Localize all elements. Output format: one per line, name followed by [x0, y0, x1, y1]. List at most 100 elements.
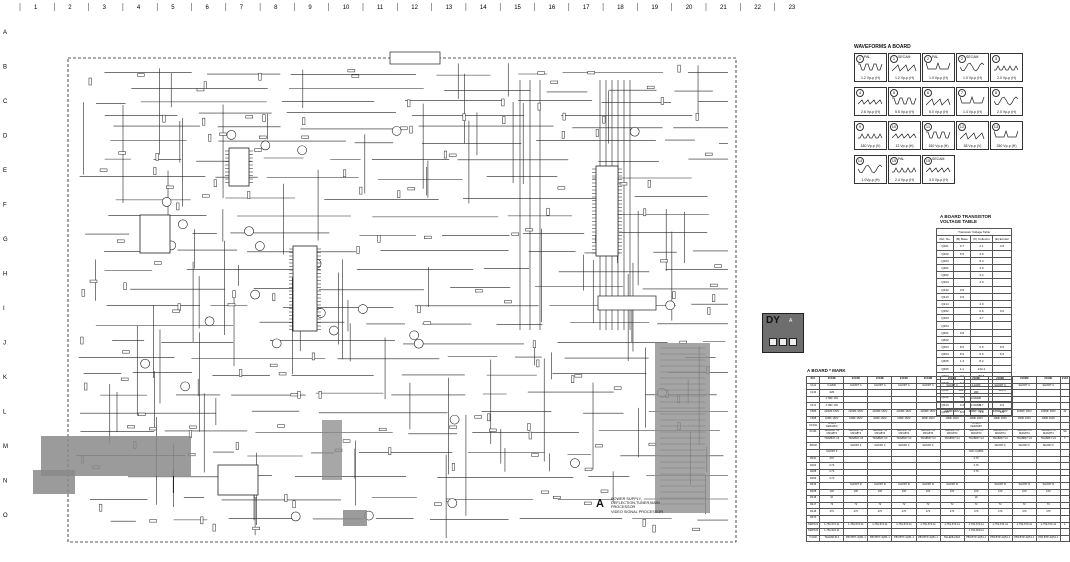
- table-cell: [1059, 395, 1070, 404]
- table-cell: 10MF 160V: [867, 415, 893, 424]
- column-label: 20: [686, 5, 693, 11]
- table-cell: [867, 395, 893, 404]
- table-cell: P83 BTP-4Q51-1: [1011, 534, 1037, 543]
- transistor: [358, 304, 368, 314]
- waveform-trace: [858, 63, 883, 71]
- table-cell: 470: [987, 508, 1013, 516]
- table-cell: JR002: [805, 442, 821, 450]
- waveform-trace: [892, 97, 917, 105]
- table-cell: 470: [867, 508, 893, 516]
- table-cell: TDA8847-V4: [891, 435, 917, 444]
- transistor: [271, 338, 282, 349]
- table-cell: [970, 335, 993, 345]
- resistor: [695, 113, 699, 121]
- column-label: 7: [240, 5, 244, 11]
- table-cell: SAA56377G M3/H8T4: [819, 428, 845, 437]
- table-cell: [987, 455, 1013, 464]
- table-cell: [991, 256, 1013, 265]
- resistor: [262, 114, 266, 122]
- table-cell: SHORT C: [1011, 382, 1037, 391]
- table-cell: [987, 389, 1013, 397]
- power-supply-block: [41, 436, 191, 476]
- resistor: [501, 98, 505, 107]
- table-cell: 220MF 160V: [939, 408, 965, 417]
- table-cell: P83 BTP-4Q51-1: [867, 534, 893, 543]
- table-cell: [1059, 462, 1070, 470]
- table-cell: 4.9: [970, 263, 993, 273]
- table-cell: 470: [915, 508, 941, 516]
- table-cell: 2.1: [970, 242, 993, 251]
- table-cell: C111: [805, 382, 821, 391]
- resistor: [343, 169, 347, 178]
- deflection-block: [655, 343, 710, 513]
- table-cell: [963, 475, 989, 483]
- resistor: [149, 427, 157, 431]
- resistor: [584, 467, 593, 471]
- table-cell: [843, 389, 869, 397]
- column-label: 17: [583, 5, 590, 11]
- waveform-number: 2: [958, 55, 966, 63]
- table-cell: [939, 475, 965, 483]
- table-cell: 100: [867, 488, 893, 497]
- resistor: [292, 500, 296, 509]
- table-cell: P83 BTP-4Q51-1: [963, 534, 989, 543]
- row-label: B: [3, 65, 7, 71]
- table-cell: [891, 448, 917, 457]
- table-cell: [939, 402, 965, 410]
- waveform-number: 7: [958, 89, 966, 97]
- table-cell: SHORT C: [1035, 382, 1061, 391]
- table-cell: Q312: [936, 285, 954, 294]
- table-cell: 0.9: [953, 292, 971, 301]
- mark-table-header: 21X3K: [987, 376, 1013, 384]
- table-cell: R110: [805, 455, 821, 464]
- table-cell: 470: [1035, 508, 1061, 516]
- table-cell: 470: [1011, 508, 1037, 516]
- resistor: [692, 527, 700, 531]
- resistor: [123, 282, 127, 291]
- table-cell: Q601: [936, 328, 954, 337]
- table-cell: [891, 402, 917, 410]
- waveform-number: 2: [924, 55, 932, 63]
- resistor: [219, 132, 227, 136]
- table-cell: [891, 389, 917, 397]
- waveform-trace: [892, 64, 917, 72]
- table-cell: [970, 292, 993, 301]
- table-cell: [1035, 468, 1061, 477]
- table-cell: P83 BTP-4Q51-1: [987, 534, 1013, 543]
- transistor-table-header: (B) Base: [953, 235, 971, 244]
- waveform-trace: [994, 65, 1019, 71]
- resistor: [247, 191, 251, 199]
- resistor: [531, 453, 539, 457]
- waveform-value: 38 Vp-p (V): [963, 144, 982, 148]
- transistor: [665, 300, 675, 311]
- table-cell: [1035, 448, 1061, 457]
- table-cell: CF102: [805, 422, 821, 430]
- table-cell: [891, 455, 917, 464]
- waveform-value: 2.6 Vp-p (H): [860, 110, 881, 114]
- table-cell: 5.5: [953, 249, 971, 258]
- table-cell: [1059, 389, 1070, 397]
- column-label: 13: [446, 5, 453, 11]
- table-cell: [939, 514, 965, 523]
- table-cell: [867, 514, 893, 523]
- table-cell: 100: [915, 488, 941, 497]
- row-label: J: [3, 341, 6, 347]
- table-cell: TPS6.5 CERAMIC: [819, 422, 845, 430]
- transistor: [409, 330, 419, 341]
- resistor: [462, 113, 466, 121]
- table-cell: [1059, 442, 1070, 450]
- table-cell: 4.7K: [963, 455, 989, 464]
- table-cell: 6.6: [970, 342, 993, 352]
- table-cell: 10MF 160V: [1035, 415, 1061, 424]
- transistor-title-line: VOLTAGE TABLE: [940, 219, 977, 224]
- waveform-value: 2.0 Vp-p (H): [996, 110, 1017, 114]
- waveform-trace: [926, 61, 951, 70]
- table-cell: [867, 389, 893, 397]
- table-cell: [805, 395, 821, 404]
- waveform-number: 15: [924, 157, 932, 165]
- waveform-trace: [926, 98, 951, 106]
- resistor: [672, 291, 676, 299]
- table-cell: [963, 481, 989, 490]
